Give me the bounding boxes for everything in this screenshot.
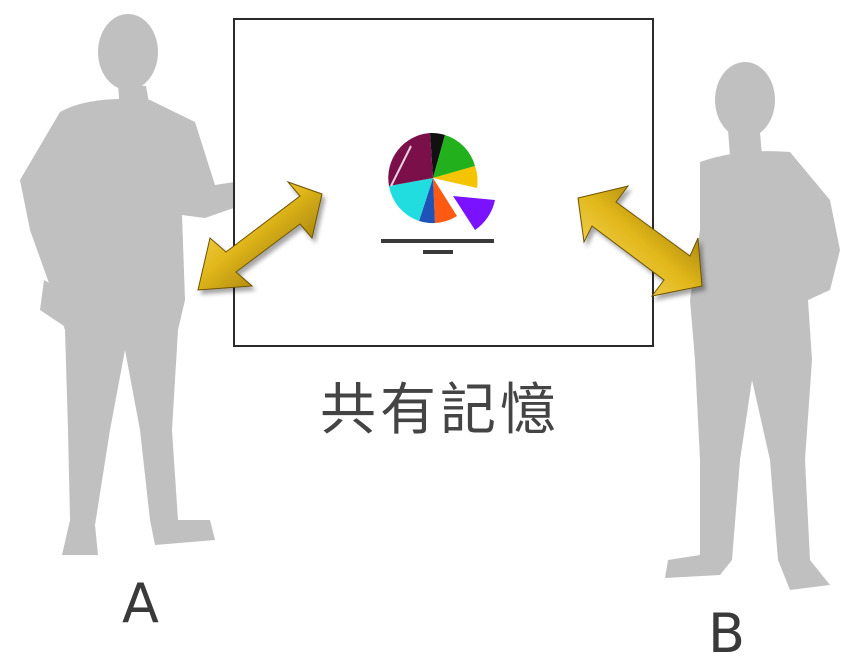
chart-base-stand [423, 250, 453, 254]
pie-chart-icon [388, 132, 495, 230]
double-arrow-icon-b [577, 185, 703, 297]
person-a-silhouette [20, 14, 262, 555]
double-arrow-icon-a [197, 180, 323, 291]
person-b-label: B [708, 602, 746, 665]
person-b-silhouette [665, 62, 840, 590]
chart-base-line [381, 239, 494, 243]
diagram-title: 共有記憶 [320, 378, 560, 443]
person-a-label: A [122, 572, 159, 635]
shared-board [233, 18, 654, 347]
